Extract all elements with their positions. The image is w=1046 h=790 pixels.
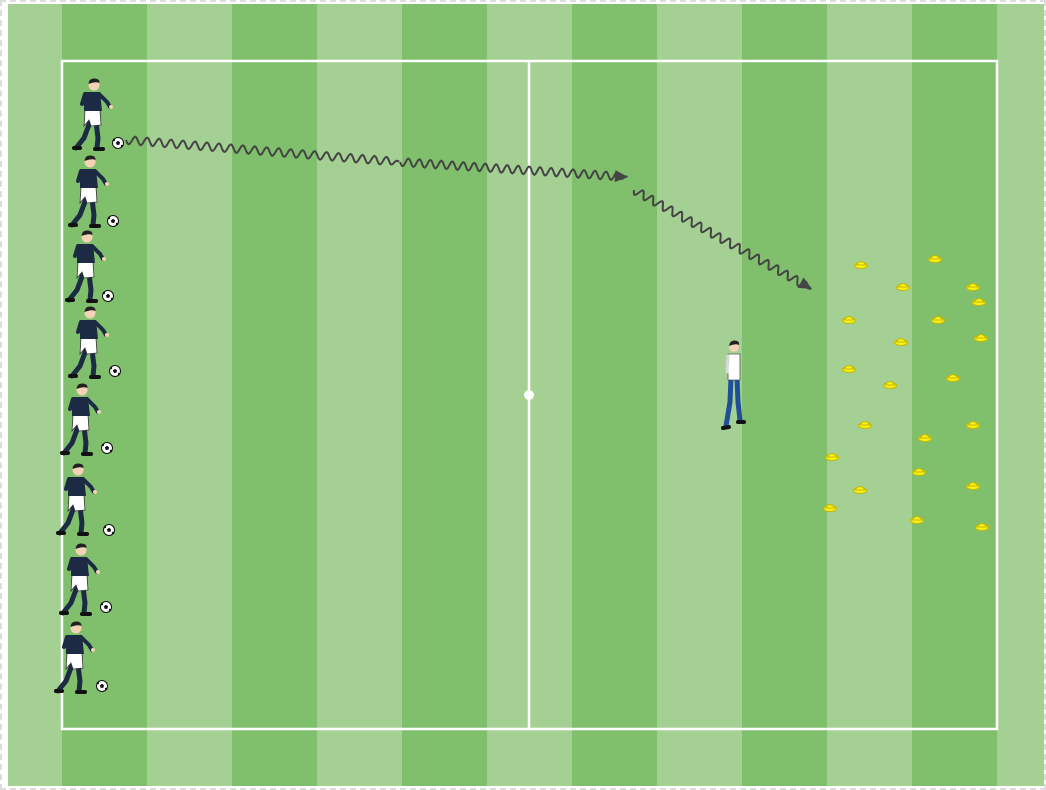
pitch-stripe xyxy=(8,4,62,786)
pitch-stripe xyxy=(742,4,827,786)
pitch-stripe xyxy=(827,4,912,786)
pitch-stripe xyxy=(232,4,317,786)
pitch-stripe xyxy=(147,4,232,786)
ball xyxy=(113,138,124,149)
ball xyxy=(102,443,113,454)
pitch-stripe xyxy=(912,4,997,786)
pitch-stripe xyxy=(317,4,402,786)
ball xyxy=(108,216,119,227)
ball xyxy=(104,525,115,536)
ball xyxy=(110,366,121,377)
ball xyxy=(97,681,108,692)
pitch-stripe xyxy=(997,4,1044,786)
ball xyxy=(103,291,114,302)
ball xyxy=(101,602,112,613)
pitch-stripe xyxy=(572,4,657,786)
center-spot xyxy=(524,390,534,400)
pitch-stripe xyxy=(402,4,487,786)
